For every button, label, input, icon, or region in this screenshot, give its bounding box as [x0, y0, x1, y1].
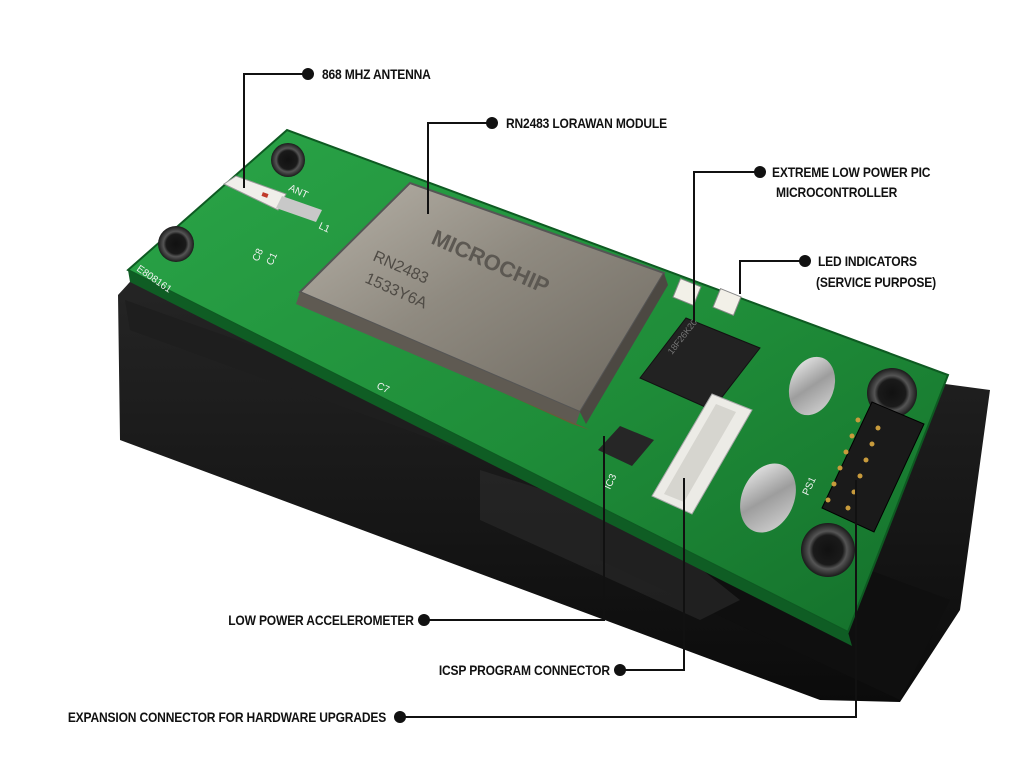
lorawan-module: MICROCHIP RN2483 1533Y6A — [296, 181, 668, 430]
mcu-label-line1: EXTREME LOW POWER PIC — [772, 164, 931, 180]
accelerometer-leader-dot — [418, 614, 430, 626]
c7-marking: C7 — [375, 381, 392, 397]
l1-marking: L1 — [317, 221, 332, 236]
antenna-label: 868 MHZ ANTENNA — [322, 66, 431, 82]
leader-lines — [243, 73, 857, 718]
icsp-leader-dot — [614, 664, 626, 676]
c1-marking: C1 — [265, 251, 281, 268]
mounting-hole — [158, 226, 194, 262]
solder-pads — [740, 356, 836, 533]
accelerometer-label: LOW POWER ACCELEROMETER — [228, 612, 414, 628]
module-leader — [427, 122, 490, 214]
led-label-line1: LED INDICATORS — [818, 253, 917, 269]
icsp-leader — [622, 478, 685, 671]
antenna-leader-dot — [302, 68, 314, 80]
c8-marking: C8 — [251, 247, 267, 264]
expansion-label: EXPANSION CONNECTOR FOR HARDWARE UPGRADE… — [67, 709, 386, 725]
accelerometer-chip — [598, 426, 654, 466]
module-label: RN2483 LORAWAN MODULE — [506, 115, 667, 131]
module-leader-dot — [486, 117, 498, 129]
mcu-leader — [693, 171, 758, 322]
mounting-hole — [801, 523, 855, 577]
expansion-leader — [402, 480, 857, 718]
led-leader-dot — [799, 255, 811, 267]
antenna-component — [222, 175, 322, 222]
antenna-leader — [243, 73, 306, 188]
mounting-hole — [271, 143, 305, 177]
icsp-label: ICSP PROGRAM CONNECTOR — [438, 662, 610, 678]
leader-dots — [302, 68, 811, 723]
mcu-leader-dot — [754, 166, 766, 178]
led-label-line2: (SERVICE PURPOSE) — [816, 274, 936, 290]
mcu-label-line2: MICROCONTROLLER — [776, 184, 898, 200]
pic-microcontroller-chip: 18F26K20 — [639, 317, 761, 411]
accelerometer-leader — [426, 436, 605, 621]
led — [712, 287, 742, 317]
expansion-leader-dot — [394, 711, 406, 723]
led-leader — [739, 260, 803, 294]
icsp-connector — [651, 393, 753, 515]
